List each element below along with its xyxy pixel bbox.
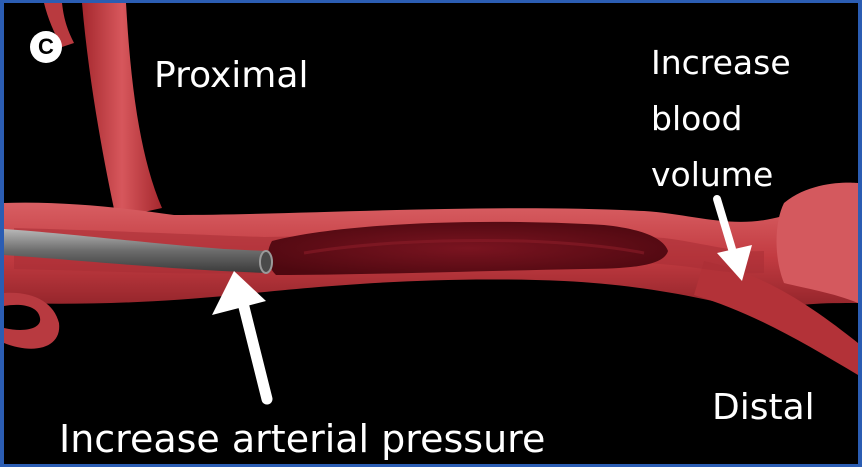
panel-label-badge: C [30,31,62,63]
label-proximal: Proximal [154,55,308,96]
label-distal: Distal [712,387,815,428]
catheter-tip [260,251,272,273]
label-increase-blood-volume: Increase blood volume [651,35,791,203]
label-increase-arterial-pressure: Increase arterial pressure [59,418,545,462]
